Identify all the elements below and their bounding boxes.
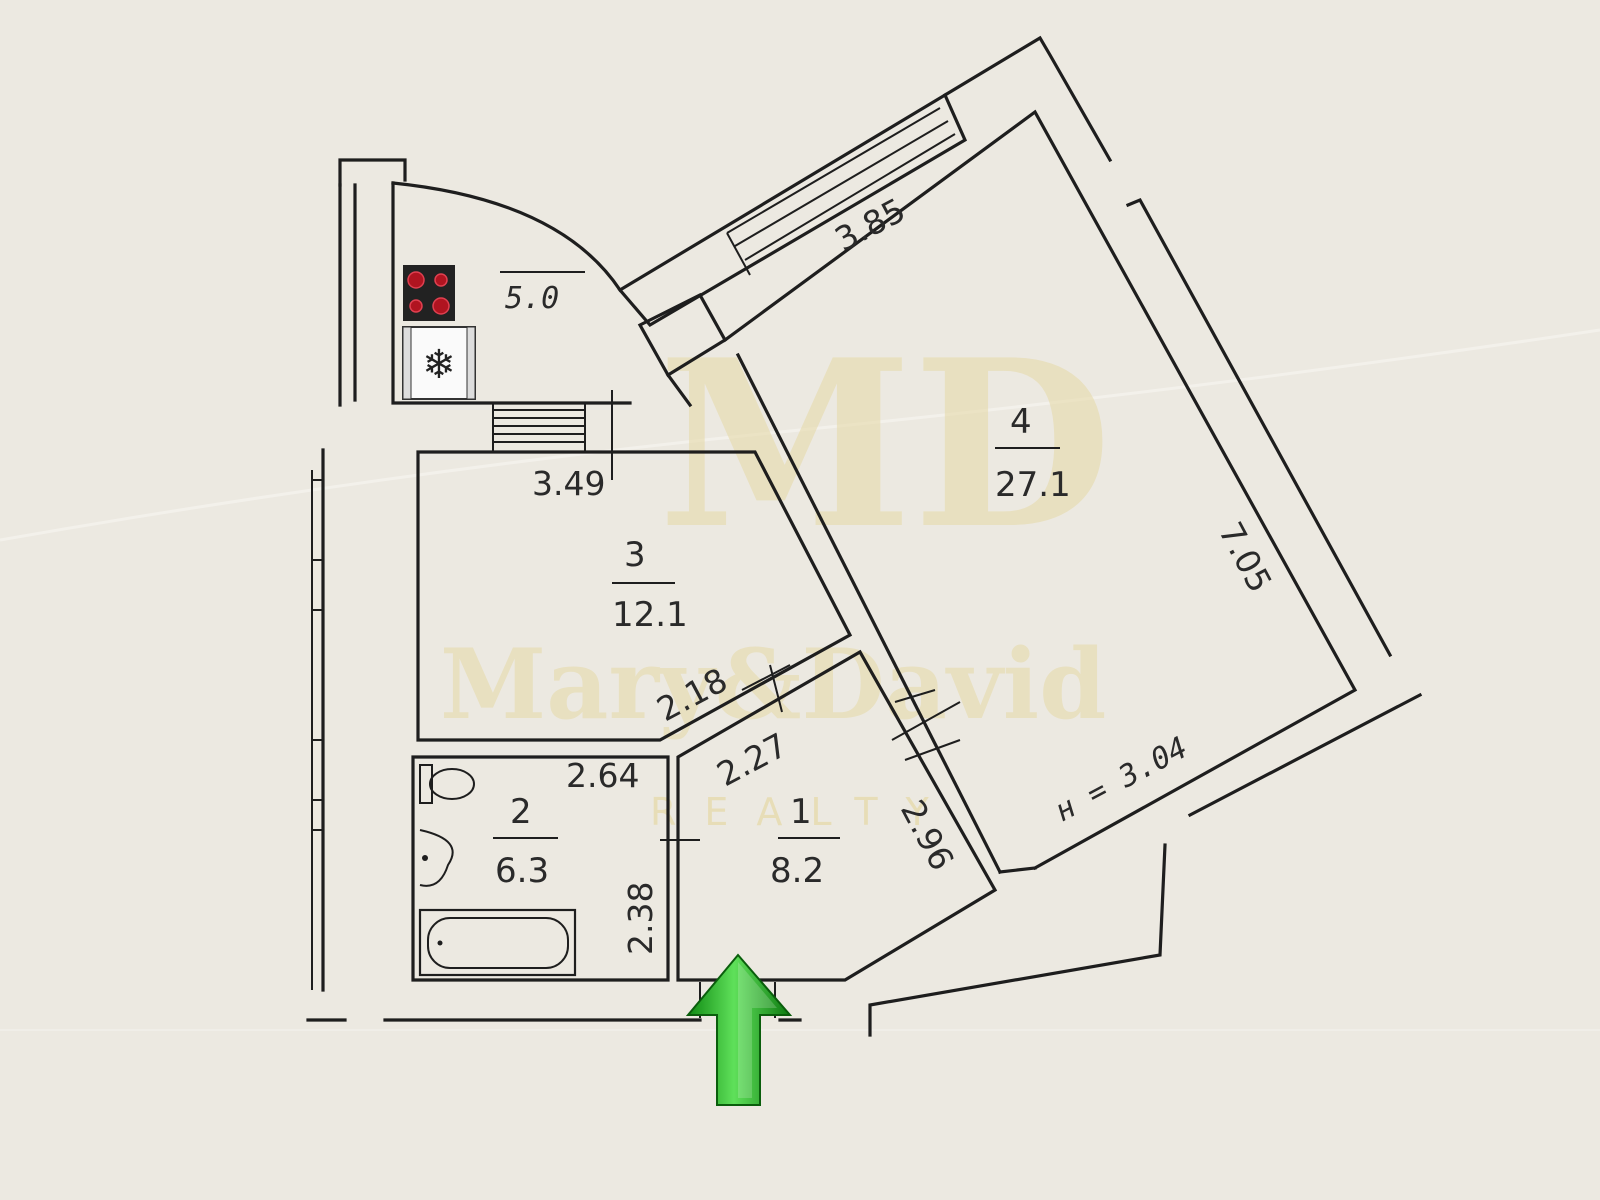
room-area-2: 6.3 [495, 851, 549, 891]
room-area-kitchen: 5.0 [505, 281, 559, 316]
snowflake-icon: ❄ [402, 326, 476, 400]
ceiling-height: н = 3.04 [1049, 730, 1193, 829]
dim-balcony-width: 3.85 [828, 190, 911, 259]
dim-bath-length: 2.38 [621, 882, 660, 955]
watermark-name: Mary&David [440, 628, 1106, 741]
room-area-1: 8.2 [770, 851, 824, 891]
room-number-4: 4 [1010, 402, 1032, 442]
room-area-4: 27.1 [995, 465, 1071, 505]
entrance-arrow-icon [685, 953, 793, 1106]
room-area-3: 12.1 [612, 595, 688, 635]
bathtub-icon [418, 908, 577, 977]
room-number-1: 1 [790, 792, 812, 832]
room-number-3: 3 [624, 535, 646, 575]
dim-room4-length: 7.05 [1211, 515, 1280, 598]
toilet-icon [419, 764, 475, 804]
stove-icon [403, 265, 455, 321]
sink-icon [419, 829, 454, 887]
walls [306, 35, 1423, 1037]
room-number-2: 2 [510, 792, 532, 832]
watermark-logo: MD [658, 310, 1112, 580]
dim-bath-width: 2.64 [566, 756, 639, 795]
dim-room3-width: 3.49 [532, 464, 605, 503]
watermark-tagline: REALTY [650, 790, 957, 834]
svg-text:❄: ❄ [422, 342, 456, 388]
watermark: MD Mary&David REALTY [440, 310, 1112, 834]
